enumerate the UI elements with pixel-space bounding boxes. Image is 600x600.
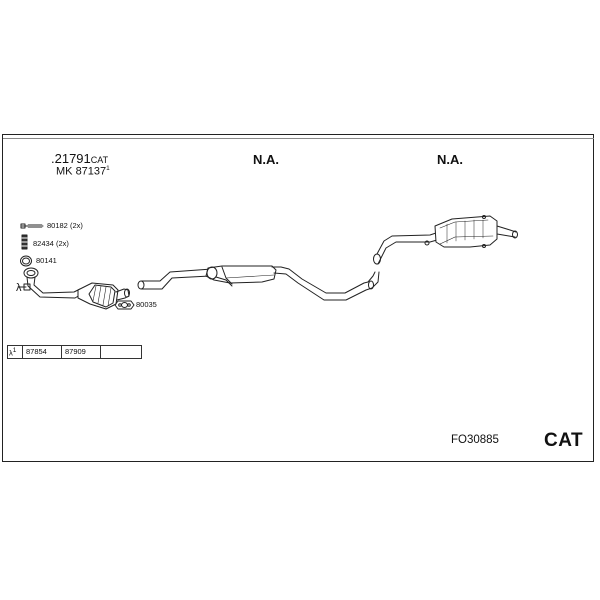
accessory-bolt-label: 80182 (2x) xyxy=(47,222,83,230)
accessory-ring-number: 80141 xyxy=(36,256,57,265)
front-pipe-icon xyxy=(17,267,81,299)
accessory-gasket-label: 80035 xyxy=(136,301,157,309)
lambda-symbol: λ xyxy=(16,282,22,294)
lambda-sensor-table: λ1 87854 87909 xyxy=(7,345,142,359)
accessory-spring-qty: (2x) xyxy=(55,239,69,248)
lambda-table-cell: 87909 xyxy=(61,345,101,359)
catalytic-part-suffix: CAT xyxy=(90,155,109,165)
catalytic-part-number: .21791 xyxy=(51,151,91,166)
accessory-bolt-qty: (2x) xyxy=(69,221,83,230)
section-1-part-number: .21791CAT xyxy=(51,152,108,165)
section-1-mounting-kit: MK 871371 xyxy=(56,165,110,178)
diagram-frame xyxy=(2,134,594,462)
rear-pipe-icon xyxy=(373,232,438,265)
lambda-table-head: λ1 xyxy=(7,345,23,359)
section-2-part-number: N.A. xyxy=(253,152,279,167)
centre-silencer-icon xyxy=(205,265,380,301)
accessory-spring-label: 82434 (2x) xyxy=(33,240,69,248)
bolt-icon xyxy=(20,223,44,229)
diagram-reference: FO30885 xyxy=(451,434,499,446)
accessory-bolt-number: 80182 xyxy=(47,221,68,230)
sealing-ring-icon xyxy=(20,255,32,267)
accessory-ring-label: 80141 xyxy=(36,257,57,265)
centre-pipe-icon xyxy=(137,268,213,290)
accessory-gasket-number: 80035 xyxy=(136,300,157,309)
spring-icon xyxy=(21,234,28,250)
mounting-kit-note: 1 xyxy=(106,165,110,172)
lambda-table-head-note: 1 xyxy=(12,347,17,354)
lambda-table-cell: 87854 xyxy=(22,345,62,359)
system-type-label: CAT xyxy=(544,430,584,451)
mounting-kit-prefix: MK xyxy=(56,165,73,178)
lambda-table-head-symbol: λ xyxy=(9,348,13,358)
rear-silencer-icon xyxy=(434,215,518,248)
gasket-icon xyxy=(114,300,135,310)
accessory-spring-number: 82434 xyxy=(33,239,54,248)
frame-top-rule xyxy=(3,138,594,139)
section-3-part-number: N.A. xyxy=(437,152,463,167)
lambda-table-cell xyxy=(100,345,142,359)
mounting-kit-number: 87137 xyxy=(75,165,107,178)
catalytic-converter-icon xyxy=(77,282,130,310)
